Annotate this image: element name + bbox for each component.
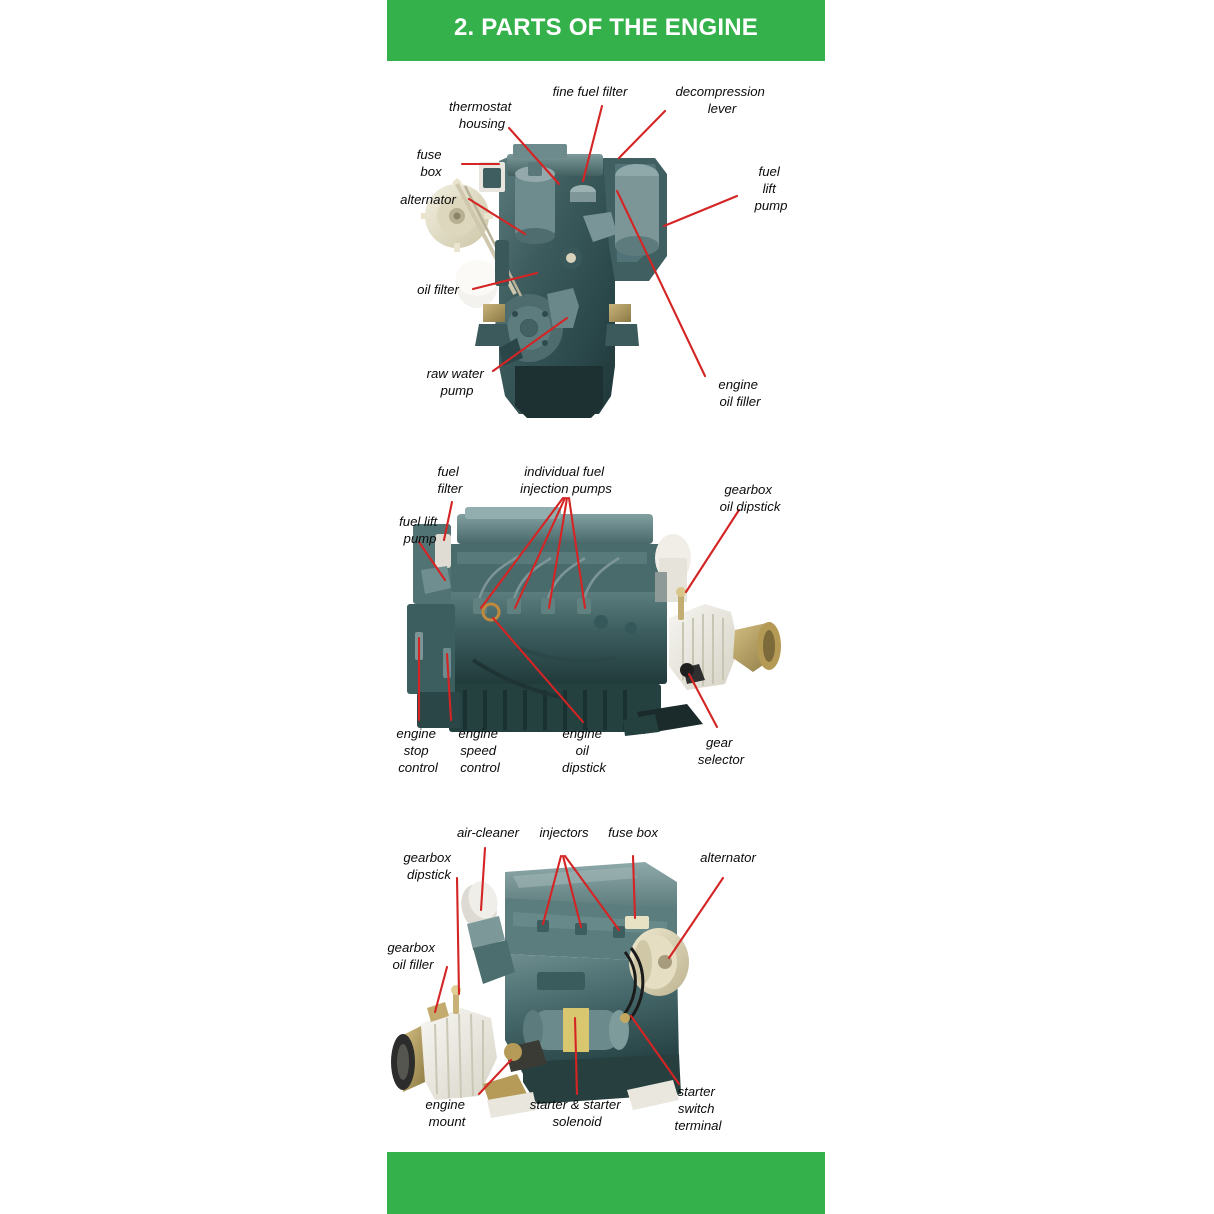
leader-decompression-lever [617,109,667,160]
leader-oil-filter [471,271,539,291]
page-title: 2. PARTS OF THE ENGINE [454,14,758,41]
label-fuel-filter: fuel filter [438,464,464,496]
leader-air-cleaner [479,846,487,912]
label-fine-fuel-filter: fine fuel filter [553,84,628,99]
label-starter-and-solenoid: starter & starter solenoid [530,1097,625,1129]
label-thermostat-housing: thermostat housing [449,99,515,131]
leader-raw-water-pump [491,316,569,373]
figure-2: fuel filter individual fuel injection pu… [387,452,825,792]
label-engine-mount: engine mount [425,1097,468,1129]
figure-1-labels: thermostat housing fine fuel filter deco… [400,84,787,409]
figure-1-canvas: thermostat housing fine fuel filter deco… [400,84,788,418]
label-engine-speed-control: engine speed control [458,726,501,775]
section-footer-banner [387,1152,825,1214]
figure-3-leader-lines [433,846,725,1096]
label-oil-filter: oil filter [417,282,459,297]
label-air-cleaner: air-cleaner [457,825,520,840]
leader-fuse-box [631,854,637,920]
leader-fine-fuel-filter [581,104,604,183]
figure-3-canvas: air-cleaner injectors fuse box alternato… [387,825,756,1133]
leader-gearbox-dipstick [455,876,461,996]
figure-2-leader-lines [417,496,741,729]
label-gear-selector: gear selector [698,735,745,767]
figure-3: air-cleaner injectors fuse box alternato… [387,812,825,1142]
leader-starter-switch-terminal [629,1014,681,1086]
leader-gearbox-oil-filler [433,965,449,1014]
engine-photo-front [421,144,667,418]
leader-injectors [541,854,621,932]
label-individual-fuel-injection-pumps: individual fuel injection pumps [520,464,612,496]
label-fuel-lift-pump: fuel lift pump [754,164,788,213]
leader-alternator [467,197,527,236]
leader-gearbox-oil-dipstick [684,508,741,594]
label-engine-stop-control: engine stop control [396,726,439,775]
label-fuse-box: fuse box [417,147,446,179]
label-injectors: injectors [539,825,589,840]
leader-thermostat-housing [507,126,561,186]
leader-engine-mount [477,1058,513,1096]
leader-fuel-lift-pump [417,540,447,582]
leader-engine-oil-dipstick [491,616,585,724]
leader-alternator [667,876,725,960]
leader-gear-selector [687,672,719,729]
leader-engine-speed-control [445,652,453,722]
label-engine-oil-filler: engine oil filler [718,377,761,409]
label-raw-water-pump: raw water pump [427,366,488,398]
figure-2-canvas: fuel filter individual fuel injection pu… [396,464,781,775]
figure-1: thermostat housing fine fuel filter deco… [387,66,825,436]
leader-injection-pumps [479,496,587,610]
engine-photo-side [407,507,781,736]
label-alternator: alternator [700,850,756,865]
leader-fuel-filter [442,500,454,542]
label-decompression-lever: decompression lever [675,84,768,116]
label-alternator: alternator [400,192,456,207]
label-gearbox-oil-dipstick: gearbox oil dipstick [720,482,782,514]
label-fuse-box: fuse box [608,825,658,840]
label-fuel-lift-pump: fuel lift pump [399,514,441,546]
leader-fuel-lift-pump [662,194,739,228]
leader-engine-oil-filler [615,189,707,378]
figure-2-labels: fuel filter individual fuel injection pu… [396,464,781,775]
label-gearbox-oil-filler: gearbox oil filler [387,940,438,972]
label-starter-switch-terminal: starter switch terminal [675,1084,723,1133]
label-engine-oil-dipstick: engine oil dipstick [562,726,607,775]
engine-photo-three-quarter [391,862,689,1118]
figure-3-labels: air-cleaner injectors fuse box alternato… [387,825,756,1133]
label-gearbox-dipstick: gearbox dipstick [403,850,454,882]
section-header-banner: 2. PARTS OF THE ENGINE [387,0,825,61]
leader-starter-solenoid [573,1016,579,1096]
figure-1-leader-lines [460,104,739,378]
